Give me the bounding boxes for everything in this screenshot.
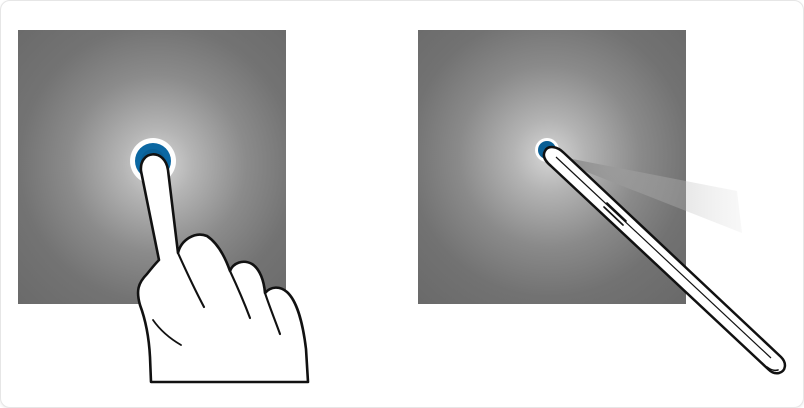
touchscreen-panel [418,30,686,304]
s-pen-tap-illustration [418,30,686,304]
finger-tap-illustration [18,30,286,304]
touchscreen-panel [18,30,286,304]
